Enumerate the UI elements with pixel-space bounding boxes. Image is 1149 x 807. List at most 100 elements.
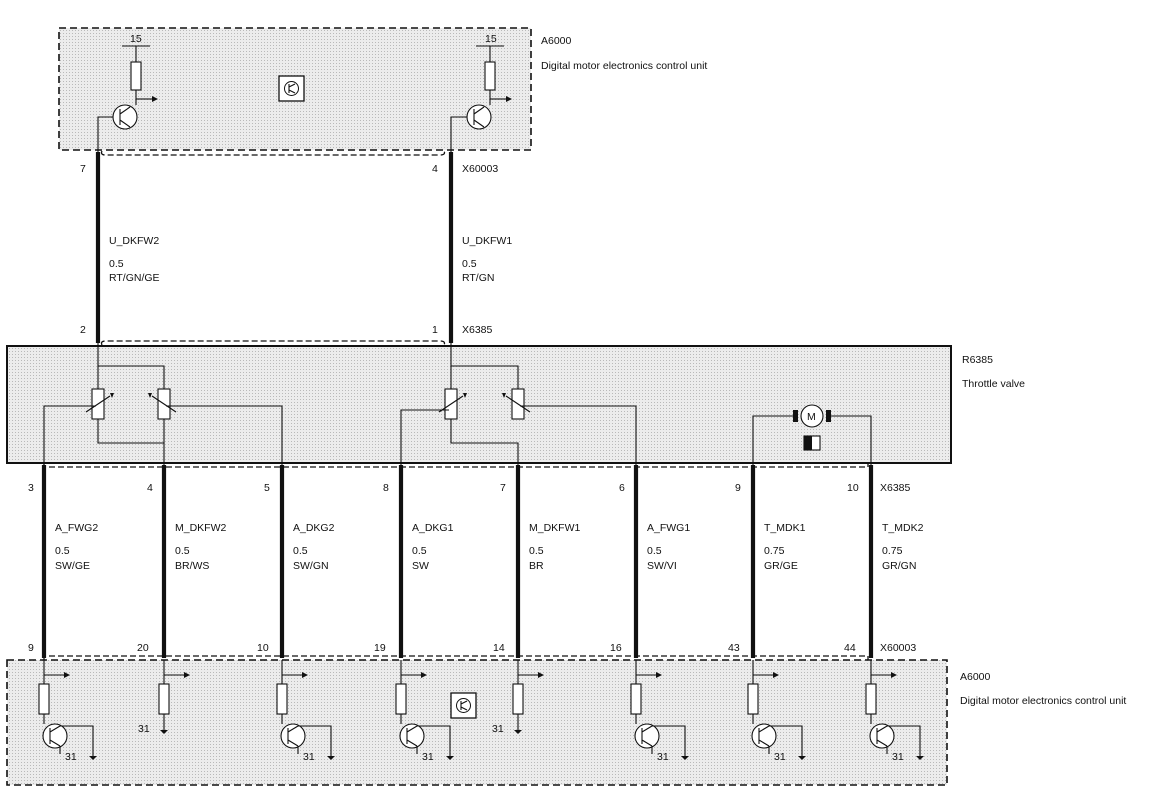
- supply-label: 15: [485, 33, 497, 45]
- resistor-icon: [484, 61, 496, 91]
- top-ecu-output-stage-1: 15: [97, 33, 158, 152]
- bottom-ecu-stage-6: 31: [630, 660, 689, 763]
- wire-size-label: 0.5: [647, 545, 662, 557]
- motor-label: M: [807, 411, 816, 423]
- connector-x6385-bottom: X6385: [880, 482, 911, 494]
- wire-size-label: 0.75: [764, 545, 785, 557]
- transistor-icon: [42, 723, 68, 749]
- connector-x6385-top: X6385: [462, 324, 493, 336]
- ground-label: 31: [138, 723, 150, 735]
- wire-color-label: GR/GE: [764, 560, 798, 572]
- pin-label: 19: [374, 642, 386, 654]
- wire-size-label: 0.5: [293, 545, 308, 557]
- transistor-icon: [751, 723, 777, 749]
- ground-label: 31: [492, 723, 504, 735]
- pin-label: 8: [383, 482, 389, 494]
- wire-signal-label: T_MDK2: [882, 522, 924, 534]
- throttle-valve-name: Throttle valve: [962, 378, 1025, 390]
- wire-size-label: 0.5: [462, 258, 477, 270]
- wire-signal-label: U_DKFW2: [109, 235, 159, 247]
- connector-outline-x6385-top: [100, 340, 446, 346]
- resistor-icon: [747, 683, 759, 715]
- ground-label: 31: [303, 751, 315, 763]
- pin-label: 44: [844, 642, 856, 654]
- wire-color-label: SW/GE: [55, 560, 90, 572]
- pin-label: 14: [493, 642, 505, 654]
- wire-color-label: BR/WS: [175, 560, 209, 572]
- wire-color-label: SW/GN: [293, 560, 329, 572]
- wire-signal-label: U_DKFW1: [462, 235, 512, 247]
- top-wire-u-dkfw2[interactable]: 7 2 U_DKFW2 0.5 RT/GN/GE: [80, 152, 160, 343]
- resistor-icon: [158, 683, 170, 715]
- bottom-ecu-stage-4: 31: [395, 660, 454, 763]
- bottom-ecu-stage-7: 31: [747, 660, 806, 763]
- bottom-ecu-name: Digital motor electronics control unit: [960, 695, 1126, 707]
- pin-label: 16: [610, 642, 622, 654]
- wire-size-label: 0.5: [175, 545, 190, 557]
- throttle-motor: M: [752, 404, 872, 469]
- top-ecu-id: A6000: [541, 35, 572, 47]
- bottom-wire-a-fwg1[interactable]: 6 16 A_FWG1 0.5SW/VI: [610, 465, 690, 658]
- top-ecu-output-stage-2: 15: [450, 33, 512, 152]
- pin-label: 43: [728, 642, 740, 654]
- pin-label: 7: [80, 163, 86, 175]
- throttle-sensor-pair-2: [43, 343, 283, 469]
- resistor-icon: [865, 683, 877, 715]
- wire-signal-label: A_FWG2: [55, 522, 98, 534]
- wire-signal-label: A_DKG2: [293, 522, 335, 534]
- pin-label: 4: [147, 482, 153, 494]
- top-wire-u-dkfw1[interactable]: 4 1 U_DKFW1 0.5 RT/GN: [432, 152, 512, 343]
- bottom-ecu-stage-2: 31: [138, 660, 190, 735]
- resistor-icon: [130, 61, 142, 91]
- transistor-icon: [869, 723, 895, 749]
- ecu-symbol-icon: [278, 75, 305, 102]
- pin-label: 5: [264, 482, 270, 494]
- wire-signal-label: M_DKFW2: [175, 522, 226, 534]
- resistor-icon: [395, 683, 407, 715]
- wire-color-label: SW/VI: [647, 560, 677, 572]
- wire-color-label: SW: [412, 560, 429, 572]
- wire-color-label: GR/GN: [882, 560, 916, 572]
- pin-label: 4: [432, 163, 438, 175]
- wire-signal-label: M_DKFW1: [529, 522, 580, 534]
- pin-label: 10: [847, 482, 859, 494]
- pin-label: 1: [432, 324, 438, 336]
- bottom-ecu-stage-1: 31: [38, 660, 97, 763]
- ground-label: 31: [657, 751, 669, 763]
- resistor-icon: [512, 683, 524, 715]
- ground-label: 31: [65, 751, 77, 763]
- connector-outline-x60003-top: [100, 150, 446, 156]
- connector-x60003-bottom: X60003: [880, 642, 916, 654]
- resistor-icon: [630, 683, 642, 715]
- wire-size-label: 0.5: [529, 545, 544, 557]
- wire-signal-label: A_FWG1: [647, 522, 690, 534]
- top-ecu-name: Digital motor electronics control unit: [541, 60, 707, 72]
- wire-signal-label: T_MDK1: [764, 522, 806, 534]
- bottom-wires: 3 9A_FWG2 0.5SW/GE 4 20 M_DKFW2 0.5BR/WS 5 10A_D…: [28, 465, 924, 658]
- wire-size-label: 0.5: [412, 545, 427, 557]
- wire-size-label: 0.5: [55, 545, 70, 557]
- pin-label: 9: [735, 482, 741, 494]
- wire-color-label: RT/GN/GE: [109, 272, 160, 284]
- throttle-valve-id: R6385: [962, 354, 993, 366]
- transistor-icon: [634, 723, 660, 749]
- transistor-icon: [466, 104, 492, 130]
- pin-label: 3: [28, 482, 34, 494]
- ground-label: 31: [774, 751, 786, 763]
- pin-label: 6: [619, 482, 625, 494]
- transistor-icon: [112, 104, 138, 130]
- bottom-wire-m-dkfw2[interactable]: 4 20 M_DKFW2 0.5BR/WS: [137, 465, 226, 658]
- wire-color-label: BR: [529, 560, 544, 572]
- pin-label: 2: [80, 324, 86, 336]
- wire-size-label: 0.5: [109, 258, 124, 270]
- resistor-icon: [276, 683, 288, 715]
- pin-label: 20: [137, 642, 149, 654]
- supply-label: 15: [130, 33, 142, 45]
